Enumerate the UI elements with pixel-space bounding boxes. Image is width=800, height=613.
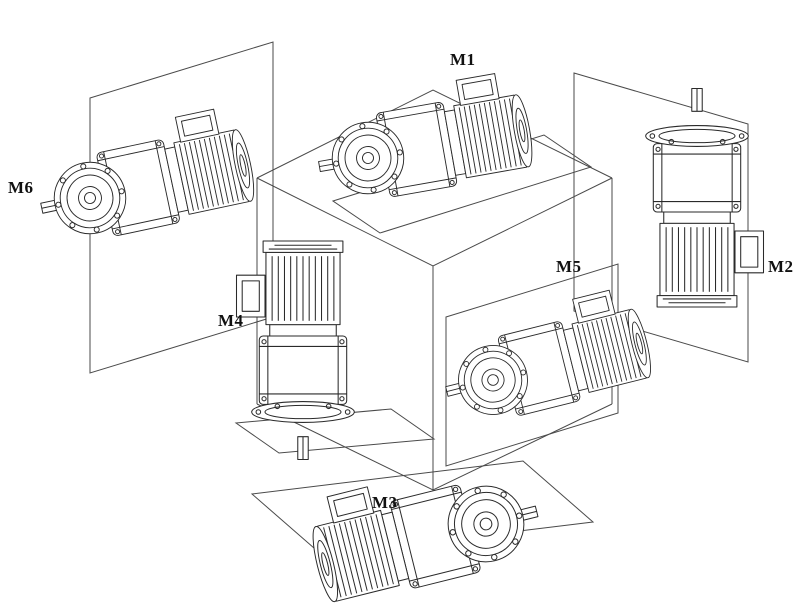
mounting-plane-m2 bbox=[573, 72, 749, 363]
label-m4: M4 bbox=[218, 311, 244, 330]
label-m2: M2 bbox=[768, 257, 794, 276]
gearmotor-m1 bbox=[308, 68, 538, 209]
gearmotor-m4 bbox=[235, 240, 355, 461]
reference-cube bbox=[256, 89, 613, 491]
mounting-plane-m5 bbox=[445, 263, 619, 467]
label-m3: M3 bbox=[372, 493, 398, 512]
label-m6: M6 bbox=[8, 178, 34, 197]
gearmotor-m2 bbox=[645, 87, 765, 308]
gearmotor-m6 bbox=[28, 103, 260, 251]
gearmotor-m5 bbox=[432, 283, 657, 432]
label-m1: M1 bbox=[450, 50, 476, 69]
mounting-plane-m3 bbox=[250, 460, 595, 556]
label-m5: M5 bbox=[556, 257, 582, 276]
